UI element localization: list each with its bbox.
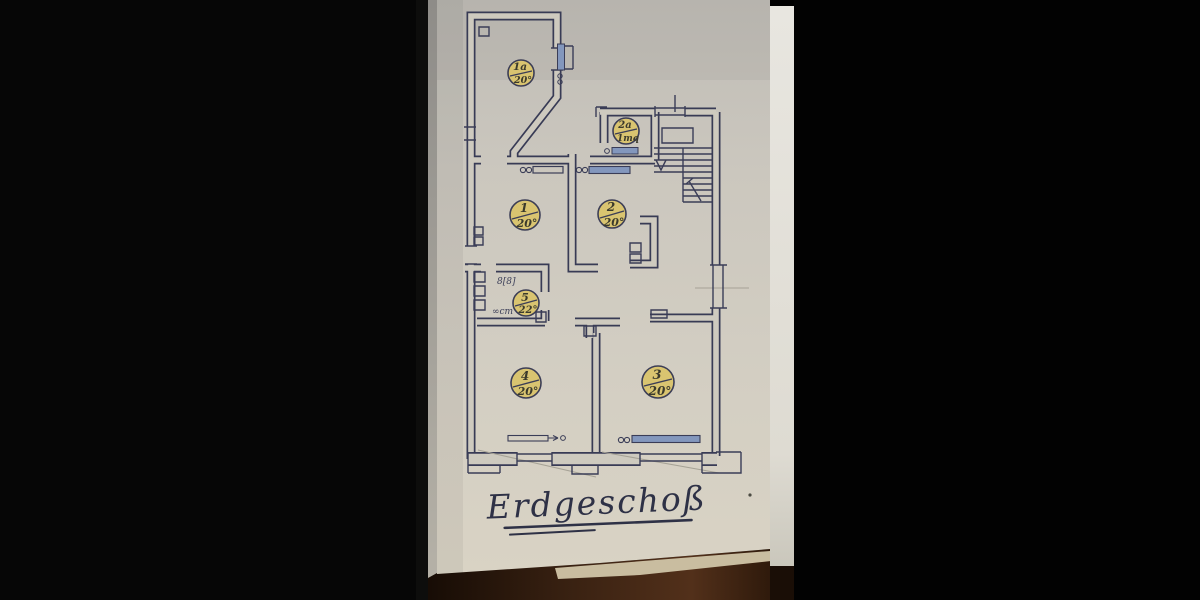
room-label-2: 2 20° xyxy=(597,199,627,229)
room-value: 20° xyxy=(603,216,625,229)
paper-shadow-left xyxy=(437,0,463,574)
right-edge-top-gap xyxy=(770,0,794,6)
radiator-symbols xyxy=(507,43,701,444)
left-wall-window xyxy=(464,126,476,141)
room-value: 20° xyxy=(517,385,539,398)
beam-circle xyxy=(623,436,631,444)
second-sheet xyxy=(555,551,771,579)
room1a-door-leaf xyxy=(557,43,565,71)
room-number: 1a xyxy=(513,61,527,73)
paper-right-edge xyxy=(770,4,794,566)
right-black-bar xyxy=(794,0,1200,600)
left-wall-door xyxy=(465,226,484,265)
room-number: 2a xyxy=(617,120,631,131)
room-value: 20° xyxy=(648,384,672,398)
room-number: 1 xyxy=(520,201,528,215)
stair-window xyxy=(654,106,686,117)
room1-beam xyxy=(532,165,564,174)
room3-radiator xyxy=(631,434,701,444)
label-divider xyxy=(643,378,673,387)
label-divider xyxy=(599,210,625,219)
block-corner-step xyxy=(595,106,607,117)
room-number: 4 xyxy=(521,369,529,383)
room-value: 22° xyxy=(518,305,538,316)
corner-box xyxy=(478,26,490,37)
room-label-2a: 2a 1mq xyxy=(612,117,640,145)
label-divider xyxy=(512,379,540,388)
stair-run-line xyxy=(685,177,702,202)
label-divider xyxy=(511,211,539,220)
room-label-5: 5 22° xyxy=(512,289,540,317)
title-underline xyxy=(503,518,693,530)
walls-core xyxy=(465,13,719,459)
width-annotation: ∞cm xyxy=(492,307,513,317)
beam-circle xyxy=(560,435,566,441)
south-windows xyxy=(516,452,703,466)
plan-title: Erdgeschoß xyxy=(485,478,708,536)
floor-plan: 1a 20° 2a 1mq 1 20° 2 20° xyxy=(464,11,752,536)
label-divider xyxy=(509,70,533,77)
left-black-bar xyxy=(0,0,428,600)
stair-landing xyxy=(661,95,694,144)
right-edge-bottom-wood xyxy=(770,566,794,600)
beam-circle xyxy=(519,166,527,174)
room-value: 20° xyxy=(513,75,532,86)
left-black-bar-edge xyxy=(416,0,428,600)
room5-wall-boxes xyxy=(473,271,486,311)
beam-circle xyxy=(575,166,583,174)
room4-arrow xyxy=(548,435,559,441)
room-label-1: 1 20° xyxy=(509,199,541,231)
label-divider xyxy=(514,299,538,307)
room-labels: 1a 20° 2a 1mq 1 20° 2 20° xyxy=(507,59,675,399)
ink-speck xyxy=(748,493,752,497)
beam-circle xyxy=(581,166,589,174)
door-handle-mark xyxy=(557,79,563,85)
plan-title-text: Erdgeschoß xyxy=(485,478,708,526)
south-wall-steps xyxy=(467,451,742,475)
fixture-annotation: 8[8] xyxy=(497,277,516,287)
paper-left-edge xyxy=(428,0,437,578)
beam-circle xyxy=(604,148,610,154)
room-number: 3 xyxy=(652,368,661,383)
door-swing-mark xyxy=(655,159,667,172)
door-handle-mark xyxy=(557,73,563,79)
room-value: 1mq xyxy=(617,134,639,144)
pencil-lines xyxy=(477,287,749,478)
room-label-3: 3 20° xyxy=(641,365,675,399)
room-number: 5 xyxy=(521,291,529,304)
beam-circle xyxy=(617,436,625,444)
beam-circle xyxy=(525,166,533,174)
room-number: 2 xyxy=(606,200,615,214)
room-value: 20° xyxy=(516,217,538,230)
title-underline-2 xyxy=(508,529,596,536)
label-divider xyxy=(614,128,638,135)
chimney-flues xyxy=(629,242,642,264)
room2a-radiator xyxy=(611,147,639,155)
right-wall-opening xyxy=(710,264,727,309)
wall-nubs xyxy=(535,309,668,337)
room-label-4: 4 20° xyxy=(510,367,542,399)
room-label-1a: 1a 20° xyxy=(507,59,535,87)
room2-radiator xyxy=(588,165,631,175)
